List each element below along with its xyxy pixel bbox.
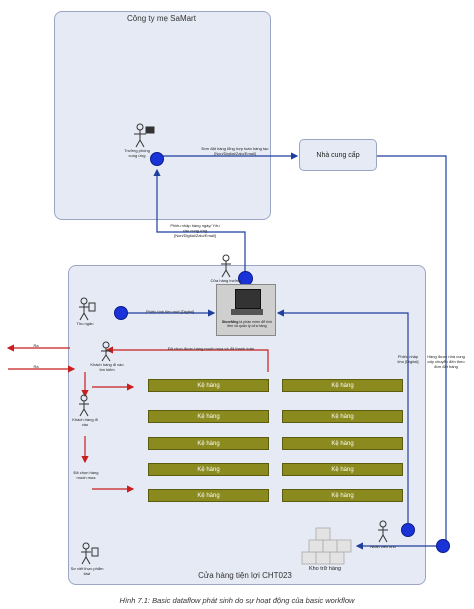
delivery-label: Hàng được nhà cung cấp chuyển đến theo đ… [427, 354, 465, 369]
store-title: Cửa hàng tiện lợi CHT023 [198, 571, 292, 580]
shelf-left-5: Kệ hàng [148, 489, 269, 502]
shelf-right-1: Kệ hàng [282, 379, 403, 392]
figure-caption: Hình 7.1: Basic dataflow phát sinh do sự… [119, 596, 355, 605]
selected-goods-arrow [105, 346, 269, 372]
warehouse-boxes [301, 527, 352, 565]
exit-top-label: Ra [33, 343, 39, 348]
goods-receipt-arrow [276, 309, 409, 528]
flow-diagram [6, 123, 447, 565]
purchasing-manager-label: Trưởng phòng cung ứng [124, 148, 150, 158]
warehouse-label: Kho trữ hàng [308, 566, 342, 572]
cashier-figure [79, 297, 96, 321]
exit-mid-label: Ra [33, 364, 39, 369]
keyboard-icon [231, 309, 263, 315]
report-to-parent-arrow [153, 168, 246, 272]
supplier-box: Nhà cung cấp [299, 139, 377, 171]
purchasing-node [150, 152, 164, 166]
purchasing-manager-figure [134, 123, 155, 148]
parent-company-title: Công ty mẹ SaMart [127, 14, 196, 23]
selected-goods-label: Đã chọn được hàng muốn mua và đã thanh t… [167, 346, 255, 351]
report-to-parent-label: Phiếu nhập hàng ngày/ Yêu cầu cung ứng [… [170, 223, 220, 238]
goods-receipt-label: Phiếu nhập kho [Digital] [397, 354, 419, 364]
store-manager-label: Cửa hàng trưởng [210, 278, 242, 283]
store-manager-figure [221, 254, 231, 278]
customer-leaving-figure [79, 394, 89, 417]
goods-receipt-node [401, 523, 415, 537]
storemng-computer: StoreMng là phần mềm để tính tiền và quả… [216, 284, 276, 336]
storemng-desc: là phần mềm để tính tiền và quản lý cửa … [227, 320, 273, 329]
shelf-right-5: Kệ hàng [282, 489, 403, 502]
delivery-arrow [355, 155, 447, 550]
stocker-label: Nhân viên kho [370, 544, 396, 549]
storemng-title: StoreMng [221, 320, 239, 324]
security-figure [81, 542, 99, 565]
stocker-figure [378, 520, 388, 543]
sales-receipt-label: Phiếu tính tiền mới [Digital] [146, 309, 194, 314]
cashier-label: Thu ngân [76, 321, 94, 326]
shelf-right-2: Kệ hàng [282, 410, 403, 423]
customer-leaving-label: Khách hàng đi vào [72, 417, 98, 427]
shelf-left-1: Kệ hàng [148, 379, 269, 392]
shelf-right-4: Kệ hàng [282, 463, 403, 476]
monitor-icon [235, 289, 261, 309]
cashier-node [114, 306, 128, 320]
customer-entering-label: Khách hàng đi vào tìm kiếm [90, 362, 124, 372]
order-to-supplier-label: Đơn đặt hàng tổng hợp toàn hàng tạo [Non… [201, 146, 269, 156]
shelf-right-3: Kệ hàng [282, 437, 403, 450]
shelf-left-3: Kệ hàng [148, 437, 269, 450]
shelf-left-2: Kệ hàng [148, 410, 269, 423]
customer-entering-figure [101, 341, 111, 362]
parent-company-panel [54, 11, 271, 220]
security-label: Sơ viết thực phẩm kiwi [70, 566, 104, 576]
chosen-goods-label: Đã chọn hàng muốn mua [73, 470, 99, 480]
shelf-left-4: Kệ hàng [148, 463, 269, 476]
delivery-node [436, 539, 450, 553]
